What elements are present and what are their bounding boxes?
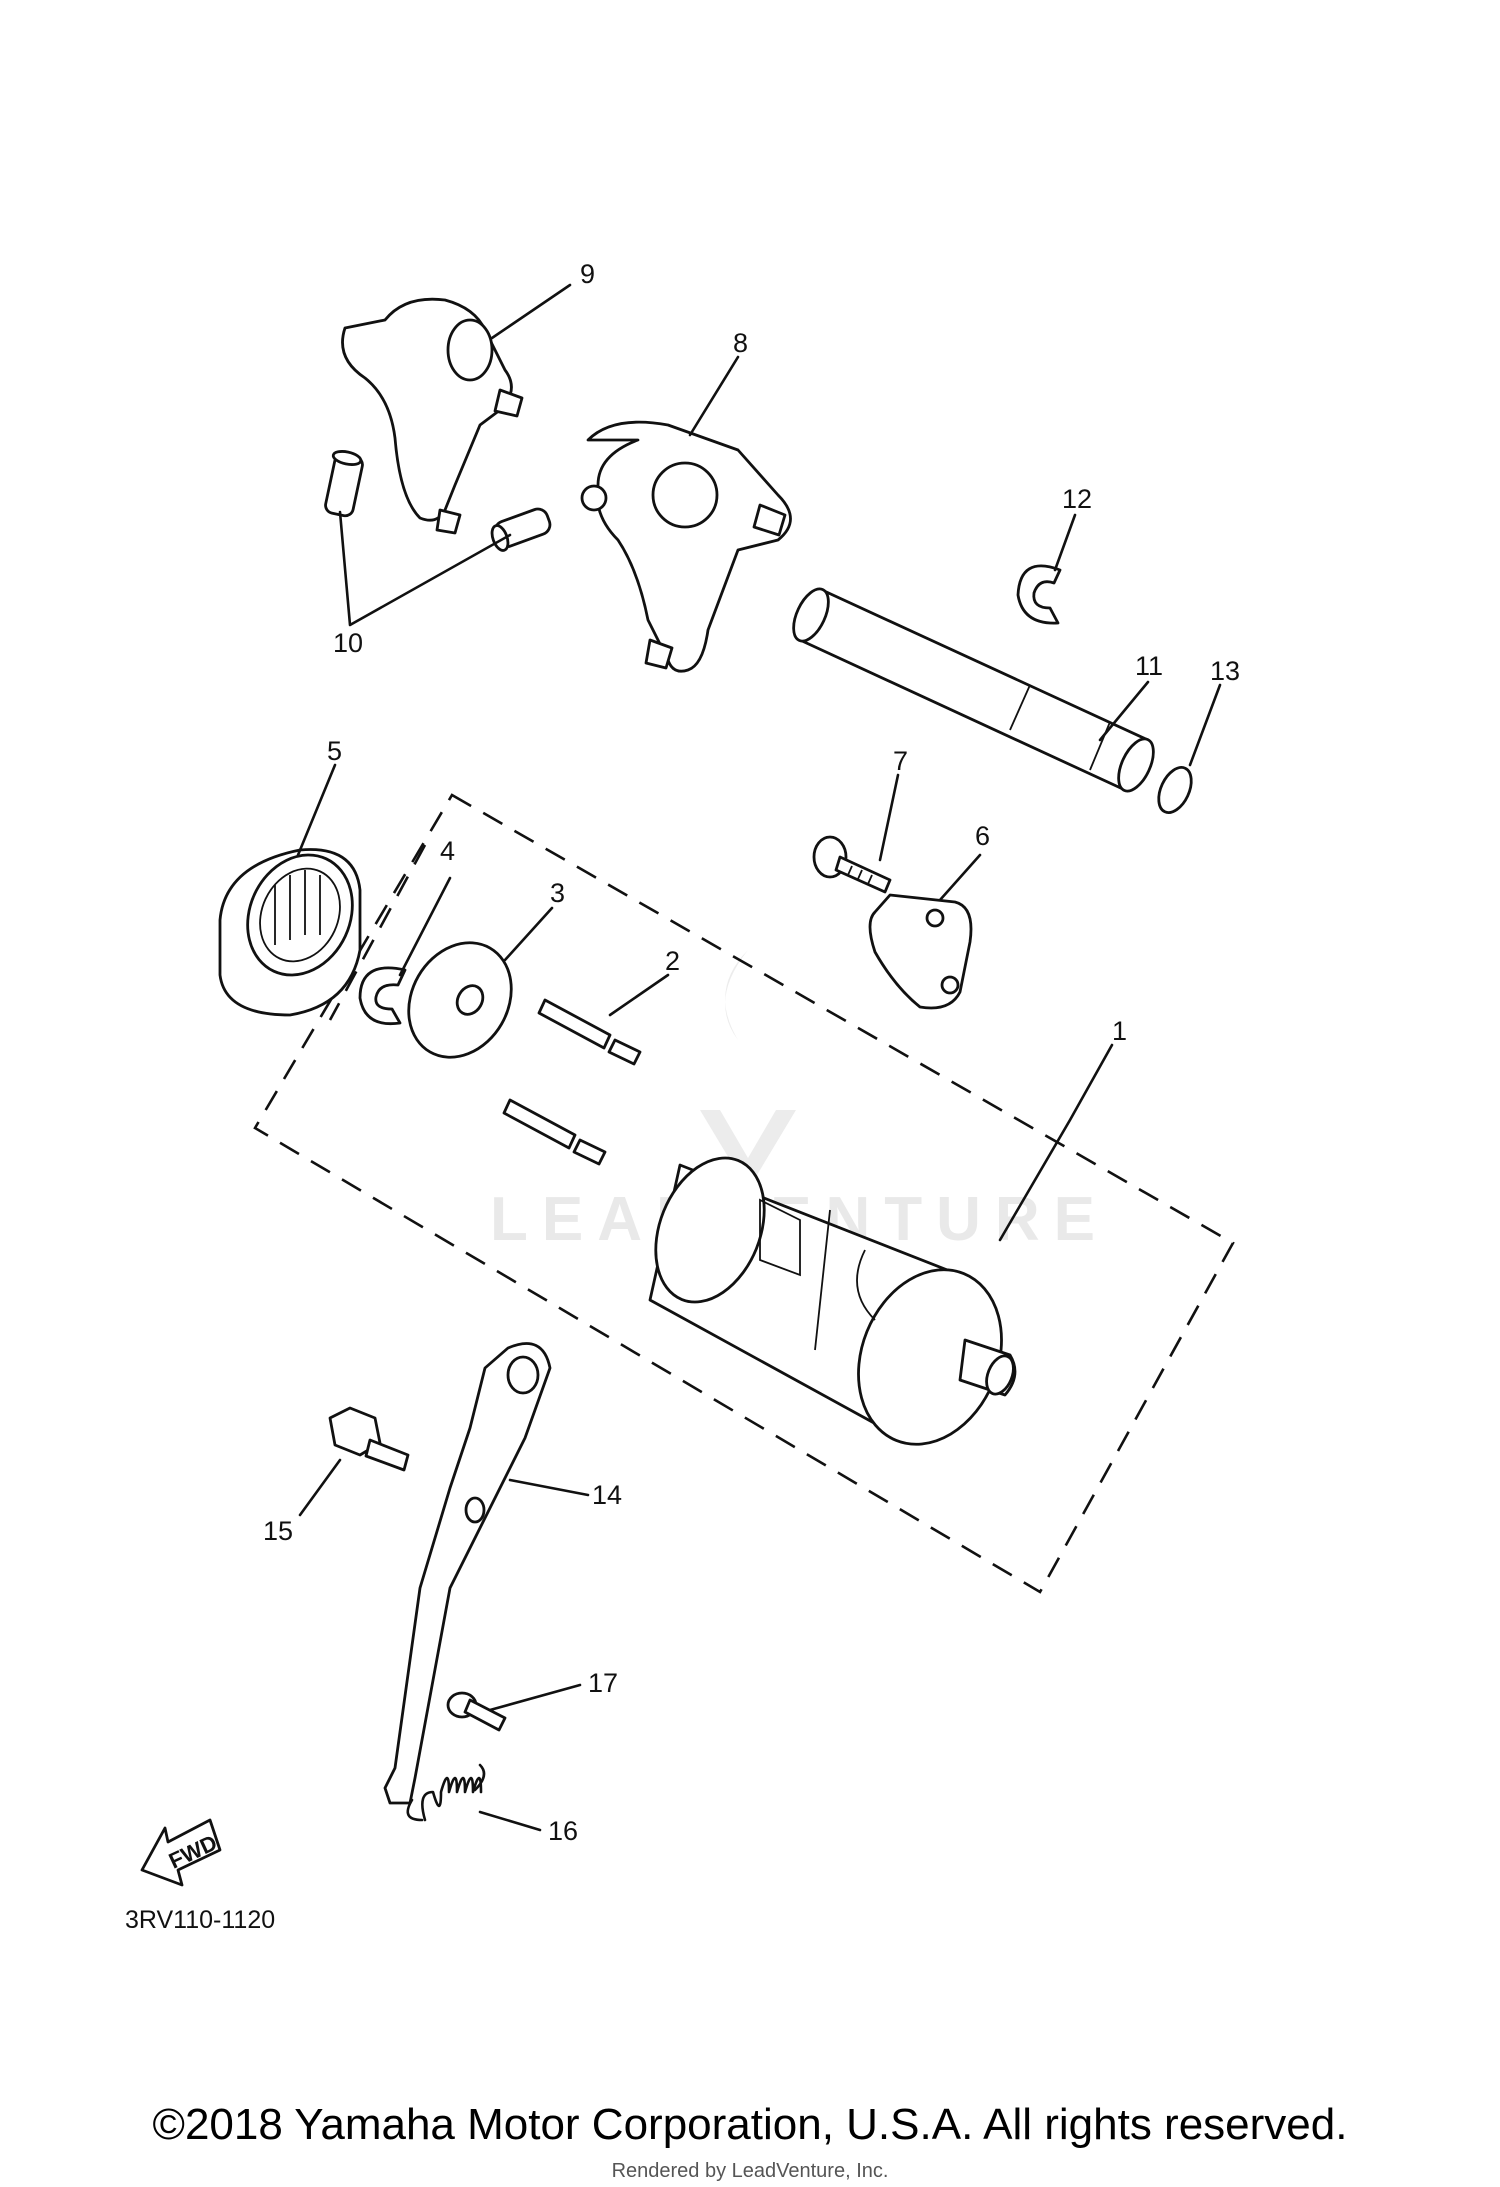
pins-10 — [324, 450, 552, 552]
callout-12: 12 — [1062, 484, 1092, 514]
dowel-pins-2 — [502, 998, 642, 1166]
bolt-7 — [812, 835, 892, 894]
shift-fork-8 — [580, 420, 792, 673]
callout-9: 9 — [580, 259, 595, 289]
callout-2: 2 — [665, 946, 680, 976]
spring-16 — [406, 1763, 486, 1822]
bolt-17 — [446, 1691, 507, 1732]
stopper-plate-6 — [868, 893, 973, 1010]
callout-7: 7 — [893, 746, 908, 776]
assembly-dashed-box — [253, 793, 1235, 1594]
washer-3 — [407, 941, 513, 1059]
callout-1: 1 — [1112, 1016, 1127, 1046]
bolt-15 — [328, 1406, 410, 1472]
o-ring-13 — [1157, 766, 1193, 814]
callout-6: 6 — [975, 821, 990, 851]
callout-3: 3 — [550, 878, 565, 908]
assembly-dashed-ext — [328, 844, 427, 1021]
callout-14: 14 — [592, 1480, 622, 1510]
callout-13: 13 — [1210, 656, 1240, 686]
callout-16: 16 — [548, 1816, 578, 1846]
rendered-by-text: Rendered by LeadVenture, Inc. — [611, 2160, 889, 2182]
bearing-5 — [218, 848, 362, 1017]
callout-5: 5 — [327, 736, 342, 766]
callout-15: 15 — [263, 1516, 293, 1546]
callout-8: 8 — [733, 328, 748, 358]
shift-fork-9 — [341, 297, 524, 535]
shift-drum-1 — [648, 1156, 1017, 1446]
leader-lines — [296, 283, 1222, 1832]
callout-10: 10 — [333, 628, 363, 658]
callout-4: 4 — [440, 836, 455, 866]
callout-17: 17 — [588, 1668, 618, 1698]
diagram-code: 3RV110-1120 — [125, 1906, 275, 1934]
shift-lever-14 — [383, 1342, 552, 1805]
callout-labels: 1 2 3 4 5 6 7 8 9 10 11 12 13 14 15 16 1… — [263, 259, 1240, 1846]
fwd-arrow-icon: FWD — [140, 1818, 222, 1887]
callout-11: 11 — [1135, 651, 1163, 681]
copyright-text: ©2018 Yamaha Motor Corporation, U.S.A. A… — [152, 2100, 1348, 2149]
guide-bar-11 — [792, 587, 1155, 793]
circlip-12 — [1016, 564, 1062, 625]
circlip-4 — [358, 966, 407, 1026]
